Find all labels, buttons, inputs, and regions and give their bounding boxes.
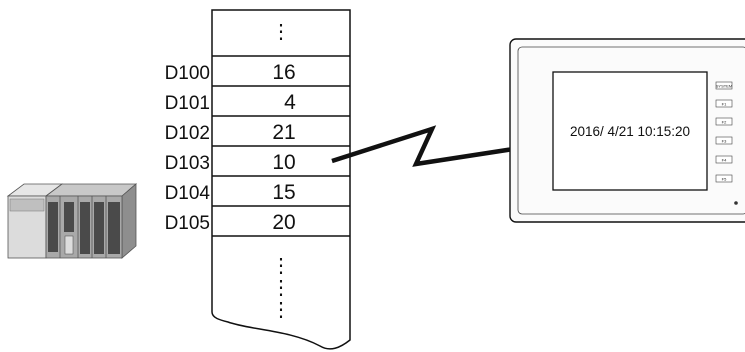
top-ellipsis: ⋮ (271, 21, 291, 43)
register-value-d103: 10 (272, 151, 295, 174)
register-address-d101: D101 (165, 93, 210, 114)
bottom-ellipsis: ⋮ (271, 255, 291, 277)
f5-key-label: F5 (722, 177, 727, 182)
hmi-date-time-text: 2016/ 4/21 10:15:20 (570, 124, 690, 139)
f3-key (715, 136, 733, 145)
system-key-label: SYSTEM (716, 84, 732, 89)
f2-key (715, 117, 733, 126)
register-value-d101: 4 (284, 91, 296, 114)
touch-panel-icon: 2016/ 4/21 10:15:20 SYSTEM F1 F2 F3 F4 F… (509, 38, 745, 223)
plc-icon (6, 183, 138, 259)
bottom-ellipsis: ⋮ (271, 277, 291, 299)
register-value-d102: 21 (272, 121, 295, 144)
hmi-display (552, 71, 708, 191)
register-address-d105: D105 (165, 213, 210, 234)
f1-key-label: F1 (722, 102, 727, 107)
register-address-d102: D102 (165, 123, 210, 144)
register-value-d100: 16 (272, 61, 295, 84)
power-indicator-icon (734, 201, 738, 205)
bottom-ellipsis: ⋮ (271, 299, 291, 321)
f1-key (715, 99, 733, 108)
f4-key-label: F4 (722, 158, 727, 163)
hmi-side-keys: SYSTEM F1 F2 F3 F4 F5 (715, 81, 733, 183)
f2-key-label: F2 (722, 120, 727, 125)
f4-key (715, 155, 733, 164)
memory-register-table: ⋮ ⋮ ⋮ ⋮ D100 16 D101 4 D102 21 D103 10 D… (165, 9, 351, 350)
f5-key (715, 174, 733, 183)
register-address-d103: D103 (165, 153, 210, 174)
register-address-d104: D104 (165, 183, 211, 204)
f3-key-label: F3 (722, 139, 727, 144)
register-value-d104: 15 (272, 181, 295, 204)
register-value-d105: 20 (272, 211, 295, 234)
system-key (715, 81, 733, 90)
register-address-d100: D100 (165, 63, 210, 84)
